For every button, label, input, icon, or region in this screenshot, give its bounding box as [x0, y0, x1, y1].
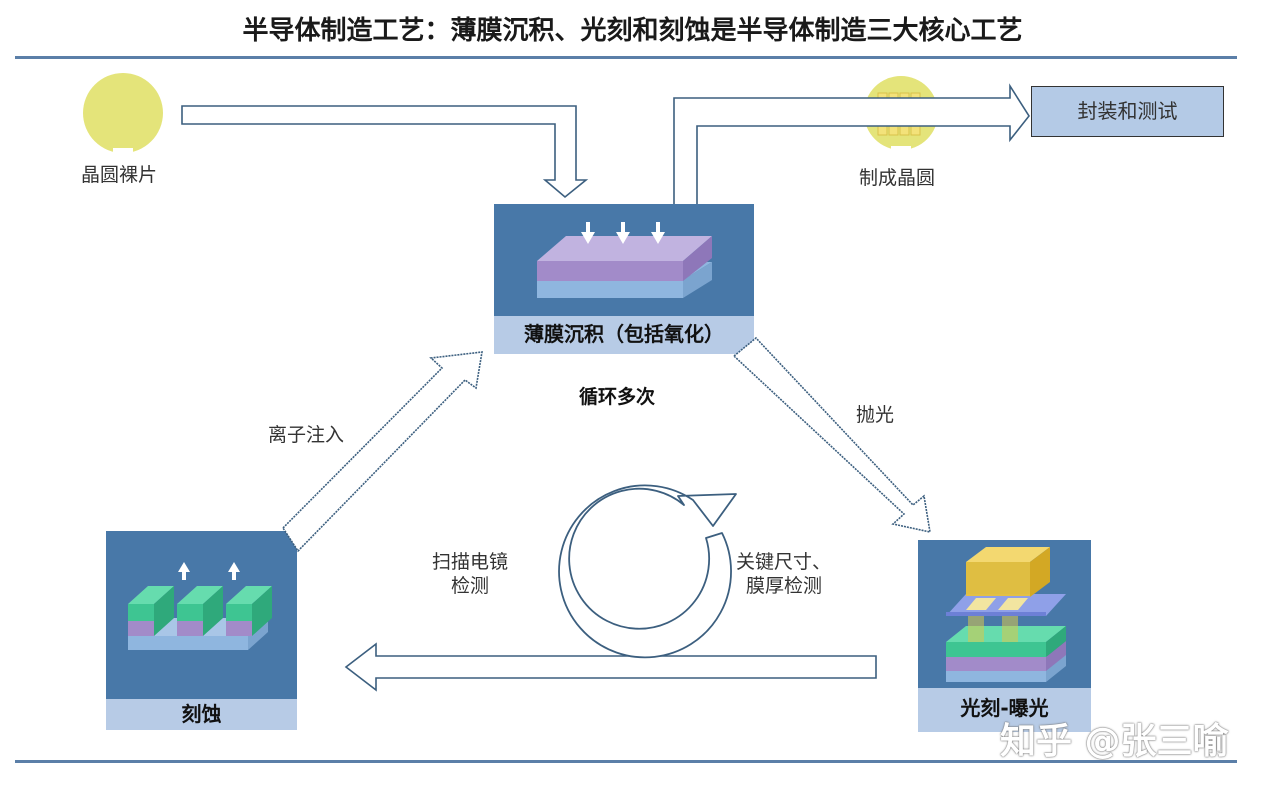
arrow-wafer-to-deposition — [181, 105, 589, 199]
arrow-deposition-to-packaging — [673, 83, 1030, 204]
lithography-caption: 光刻-曝光 — [918, 688, 1091, 732]
polish-label: 抛光 — [856, 404, 895, 426]
top-divider — [15, 56, 1237, 59]
bare-wafer-label: 晶圆裸片 — [81, 164, 158, 186]
deposition-slab-icon — [537, 236, 712, 298]
deposition-arrows-icon — [581, 222, 665, 244]
etching-arrows-icon — [178, 562, 240, 580]
sem-label-line2: 检测 — [450, 575, 489, 597]
cd-label-line1: 关键尺寸、 — [736, 551, 832, 573]
cycle-label: 循环多次 — [579, 386, 656, 408]
finished-wafer-label: 制成晶圆 — [859, 167, 936, 189]
lithography-stack-icon — [946, 547, 1066, 682]
page-title: 半导体制造工艺：薄膜沉积、光刻和刻蚀是半导体制造三大核心工艺 — [242, 16, 1023, 46]
arrow-deposition-to-lithography — [732, 336, 931, 534]
ion-implant-label: 离子注入 — [268, 424, 345, 446]
bare-wafer-icon — [83, 73, 163, 153]
cycle-arrow-icon — [558, 484, 737, 659]
packaging-box: 封装和测试 — [1031, 86, 1224, 137]
deposition-caption: 薄膜沉积（包括氧化） — [494, 316, 754, 354]
sem-label-line1: 扫描电镜 — [431, 551, 508, 573]
arrow-etching-to-deposition — [281, 351, 483, 553]
watermark: 知乎 @张三喻 — [1000, 721, 1229, 762]
cd-label-line2: 膜厚检测 — [746, 575, 823, 597]
arrow-lithography-to-etching — [344, 642, 877, 692]
etching-caption: 刻蚀 — [106, 699, 297, 730]
bottom-divider — [15, 760, 1237, 763]
etching-stack-icon — [128, 586, 272, 650]
